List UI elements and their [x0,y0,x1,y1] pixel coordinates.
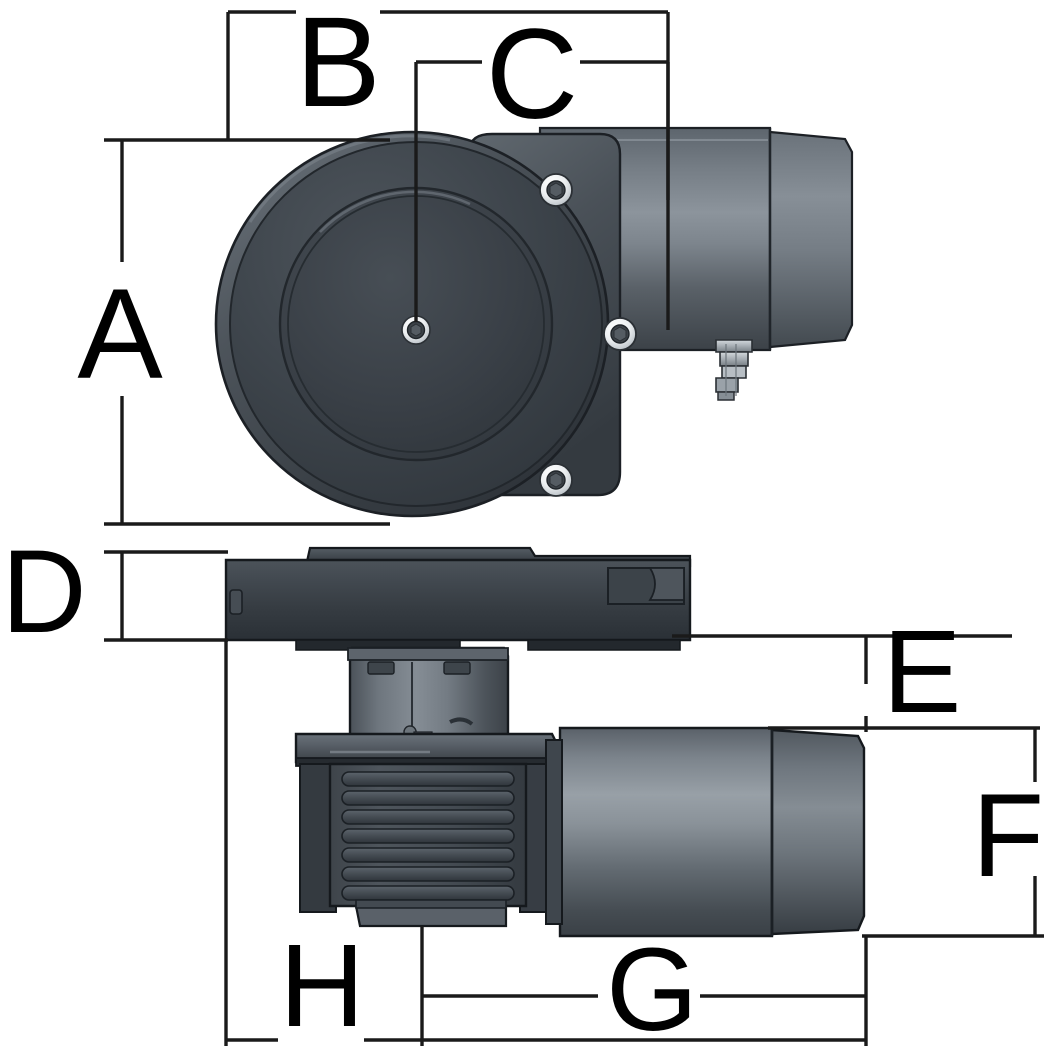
deck-underside-right [527,639,681,651]
dimension-label-E: E [883,606,962,738]
motor-coupling-shoulder [545,739,563,925]
dimension-D-lines [104,550,228,642]
flange-bolt-right [603,317,637,351]
motor-endcap-side [770,728,866,936]
motor-endcap-top [768,130,854,349]
motor-barrel-side [558,726,774,938]
cooling-rib [341,828,515,844]
drum-rim-highlight [248,134,451,223]
dimension-label-B: B [295,0,380,134]
gearbox-bottom-lip [355,899,507,909]
dimension-label-A: A [77,263,163,406]
gearbox-cooling-ribs [341,771,515,901]
gearbox-left-endplate [299,763,337,913]
drum-gypsy-highlight [319,190,471,233]
cooling-rib [341,790,515,806]
flange-bolt-upper [539,173,573,207]
top-view-assembly [214,126,854,518]
cooling-rib [341,847,515,863]
flange-bolt-lower [539,463,573,497]
dimension-label-C: C [486,3,578,146]
deck-plate-body [224,558,692,642]
dimension-H-lines [224,640,866,1046]
capstan-mark [449,717,474,726]
cooling-rib [341,885,515,901]
capstan-top-collar [347,647,509,661]
dimension-G-lines [422,936,868,1046]
cooling-rib [341,809,515,825]
dimension-line-network [104,10,1044,1046]
dimension-label-F: F [972,770,1044,902]
dimension-label-H: H [279,920,364,1052]
side-view-assembly [224,546,866,938]
dimension-C-lines [414,60,670,330]
cable-gland-top [715,339,753,401]
gearbox-bottom-cap [354,904,508,928]
dimension-label-G: G [606,924,698,1056]
chain-notch-curve [648,567,685,601]
cooling-rib [341,866,515,882]
dimension-A-lines [104,138,390,526]
capstan-keyslot-left [367,661,395,675]
deck-plate-left-tab [229,589,243,615]
dimension-E-lines [672,634,1040,732]
dimension-label-D: D [1,526,86,658]
cooling-rib [341,771,515,787]
capstan-keyslot-right [443,661,471,675]
dimension-F-lines [862,728,1044,938]
